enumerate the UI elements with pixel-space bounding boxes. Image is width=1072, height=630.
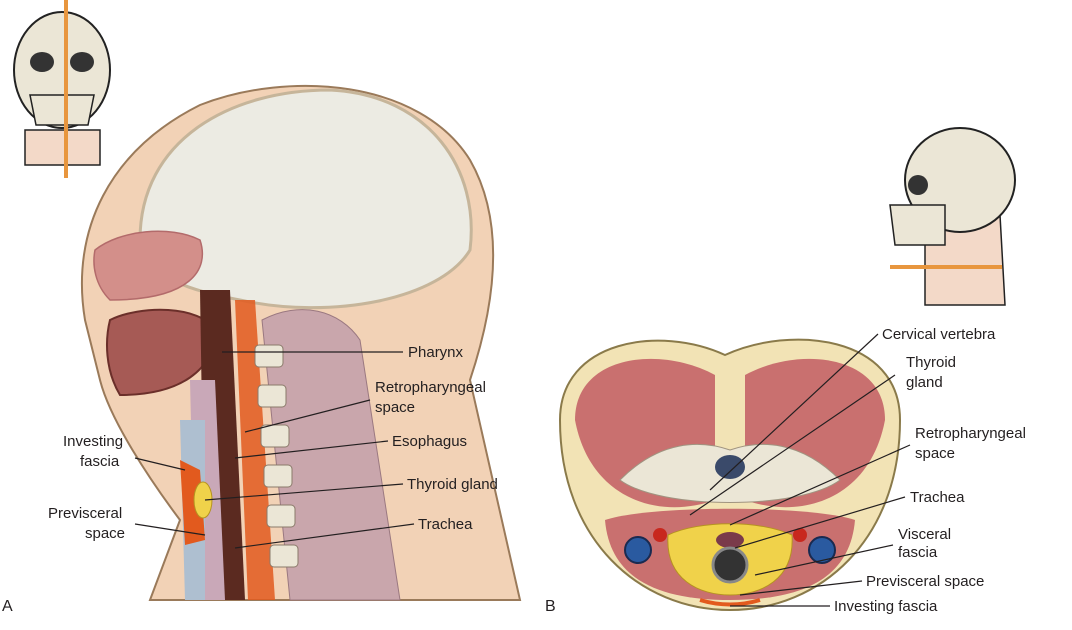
label-retropharyngeal-a-1: Retropharyngeal — [375, 379, 486, 396]
label-trachea-a: Trachea — [418, 516, 473, 533]
label-esophagus: Esophagus — [392, 433, 468, 450]
frontal-skull-icon — [13, 0, 111, 178]
label-previsceral-a-1: Previsceral — [48, 505, 123, 522]
panel-b-leader-lines — [689, 333, 911, 607]
sagittal-head-section — [80, 84, 522, 601]
label-investing-b: Investing fascia — [834, 598, 938, 615]
lateral-skull-icon — [889, 127, 1016, 306]
label-retropharyngeal-b-2: space — [915, 445, 956, 462]
label-retropharyngeal-a-2: space — [375, 399, 416, 416]
axial-neck-section — [558, 338, 902, 612]
label-trachea-b: Trachea — [910, 489, 965, 506]
label-cervical-vertebra: Cervical vertebra — [882, 326, 996, 343]
label-pharynx: Pharynx — [408, 344, 464, 361]
label-thyroid-b-2: gland — [906, 374, 943, 391]
label-investing-a-2: fascia — [80, 453, 120, 470]
label-thyroid-b-1: Thyroid — [906, 354, 957, 371]
label-thyroid-a: Thyroid gland — [407, 476, 498, 493]
panel-a-leader-lines — [134, 351, 415, 549]
label-investing-a-1: Investing — [63, 433, 124, 450]
label-previsceral-a-2: space — [85, 525, 126, 542]
panel-label-a: A — [2, 598, 13, 615]
panel-label-b: B — [545, 598, 556, 615]
label-retropharyngeal-b-1: Retropharyngeal — [915, 425, 1026, 442]
label-visceral-fascia-1: Visceral — [898, 526, 952, 543]
label-visceral-fascia-2: fascia — [898, 544, 938, 561]
label-previsceral-b: Previsceral space — [866, 573, 985, 590]
